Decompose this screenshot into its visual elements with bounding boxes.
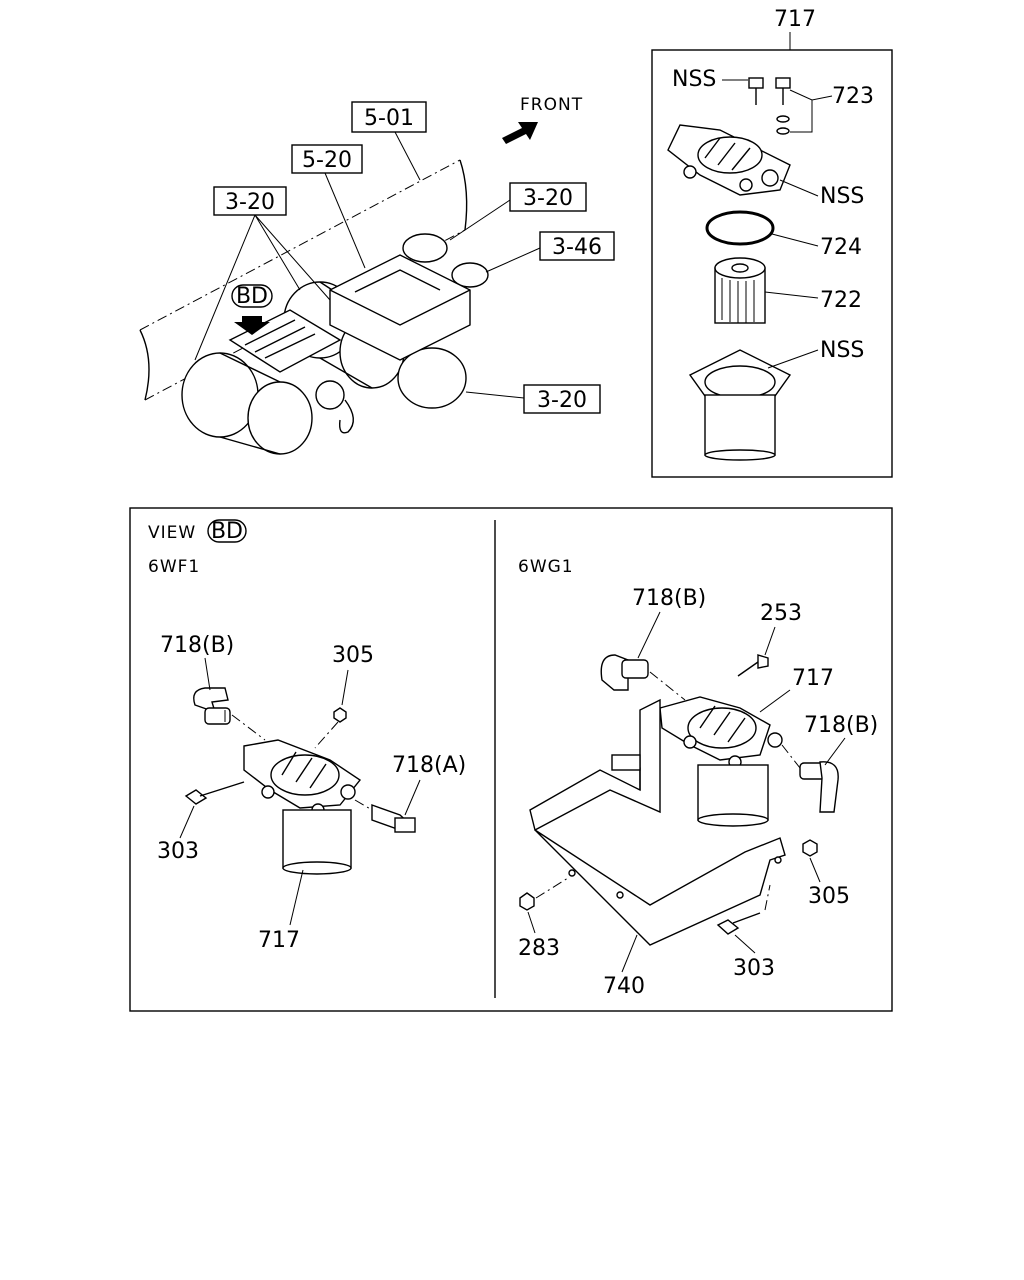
bolt-253-icon (737, 654, 769, 677)
ref-5-01-text: 5-01 (364, 106, 414, 131)
label-305-left: 305 (332, 643, 374, 668)
variant-6wg1-label: 6WG1 (518, 557, 574, 577)
view-marker-bd-panel-text: BD (211, 519, 243, 544)
front-label: FRONT (520, 95, 583, 115)
label-718b-right: 718(B) (804, 713, 878, 738)
view-marker-bd-panel[interactable]: BD (207, 519, 247, 544)
tank-left-front (181, 352, 313, 455)
ref-3-20-top-right-text: 3-20 (523, 186, 573, 211)
view-marker-bd-text: BD (236, 284, 268, 309)
filter-bowl-icon (688, 349, 792, 461)
label-718a-left: 718(A) (392, 753, 466, 778)
nut-305-right-icon (802, 839, 818, 857)
label-283: 283 (518, 936, 560, 961)
label-nss-top: NSS (672, 67, 716, 92)
front-arrow-icon (502, 122, 538, 144)
variant-6wg1: 6WG1 718(B) 253 (518, 557, 878, 999)
view-arrow-icon (234, 316, 270, 335)
tank-right (397, 233, 489, 409)
filter-head-icon (667, 124, 791, 196)
ref-3-20-top-right[interactable]: 3-20 (509, 182, 587, 212)
ref-3-20-bottom-right[interactable]: 3-20 (523, 384, 601, 414)
label-305-right: 305 (808, 884, 850, 909)
label-303-right: 303 (733, 956, 775, 981)
ref-3-46-text: 3-46 (552, 235, 602, 260)
bracket-740-icon (529, 698, 786, 946)
label-717-right: 717 (792, 666, 834, 691)
label-717-left: 717 (258, 928, 300, 953)
label-722: 722 (820, 288, 862, 313)
variant-6wf1: 6WF1 718(B) 305 (148, 557, 466, 953)
ref-3-20-left[interactable]: 3-20 (213, 186, 287, 216)
exploded-title-717: 717 (774, 7, 816, 32)
label-303-left: 303 (157, 839, 199, 864)
label-nss-mid: NSS (820, 184, 864, 209)
ref-3-20-bottom-right-text: 3-20 (537, 388, 587, 413)
fitting-718a-icon (371, 804, 416, 833)
filter-assembly-717-right-icon (659, 696, 783, 827)
elbow-fitting-718b-right-icon (799, 761, 839, 813)
filter-assembly-717-left-icon (243, 739, 362, 875)
label-nss-bottom: NSS (820, 338, 864, 363)
ref-5-20-text: 5-20 (302, 148, 352, 173)
exploded-filter-panel: 717 NSS 723 NSS 724 (651, 7, 893, 478)
o-ring-icon (705, 210, 775, 246)
ref-3-46[interactable]: 3-46 (539, 231, 615, 261)
elbow-fitting-718b-top-icon (600, 654, 649, 691)
label-740: 740 (603, 974, 645, 999)
ref-5-20[interactable]: 5-20 (291, 144, 363, 174)
label-718b-left: 718(B) (160, 633, 234, 658)
view-bd-panel: VIEW BD 6WF1 718(B) 305 (129, 507, 893, 1012)
bolt-nss-icon (748, 77, 764, 105)
label-253: 253 (760, 601, 802, 626)
ref-5-01[interactable]: 5-01 (351, 101, 427, 133)
ref-3-20-left-text: 3-20 (225, 190, 275, 215)
variant-6wf1-label: 6WF1 (148, 557, 200, 577)
nut-305-icon (333, 707, 347, 723)
elbow-fitting-718b-icon (193, 687, 231, 725)
bolt-303-left-icon (184, 781, 245, 805)
nut-283-icon (519, 892, 535, 911)
label-718b-top-right: 718(B) (632, 586, 706, 611)
valve-block (329, 254, 471, 361)
filter-element-icon (714, 257, 766, 324)
overview-assembly: BD FRONT 5-01 5-20 3-20 3-20 3-46 (139, 95, 615, 455)
bolt-303-right-icon (716, 912, 761, 935)
filter-bracket (228, 309, 354, 434)
view-label: VIEW (148, 523, 196, 543)
bolt-723-icon (775, 77, 791, 135)
view-marker-bd-overview[interactable]: BD (231, 284, 273, 309)
label-724: 724 (820, 235, 862, 260)
label-723: 723 (832, 84, 874, 109)
